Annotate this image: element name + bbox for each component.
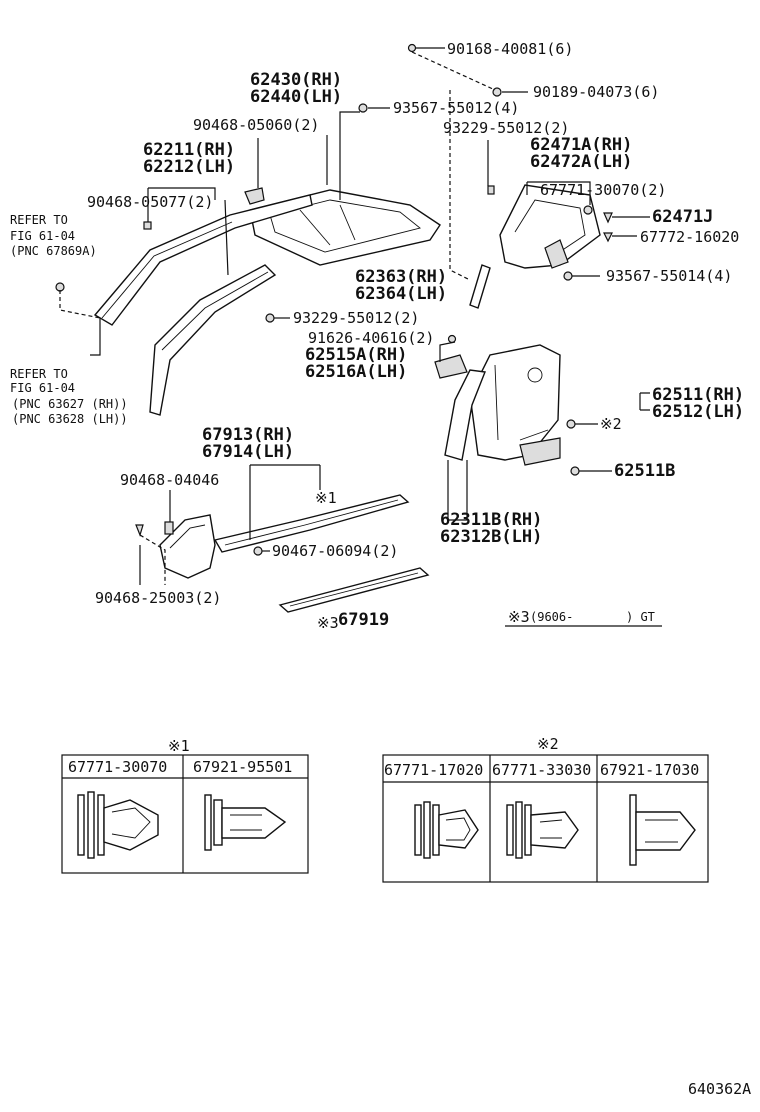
label-ref3-marker: ※3: [317, 614, 339, 632]
clip-67771-30070-drawing: [77, 791, 159, 859]
label-62363: 62363(RH): [355, 267, 447, 287]
label-62515A: 62515A(RH): [305, 345, 407, 365]
note-ref3-date: (9606-: [530, 610, 573, 624]
quarter-trim-upper-62471A: [499, 184, 601, 269]
label-67914: 67914(LH): [202, 442, 294, 462]
label-62471J: 62471J: [652, 207, 713, 227]
label-62430: 62430(RH): [250, 70, 342, 90]
label-93567b: 93567-55014(4): [606, 267, 732, 285]
label-90468c: 90468-04046: [120, 471, 219, 489]
note-ref3-marker: ※3: [508, 608, 530, 626]
label-93229b: 93229-55012(2): [293, 309, 419, 327]
figure-id: 640362A: [688, 1080, 751, 1098]
label-90468b: 90468-05077(2): [87, 193, 213, 211]
front-pillar-garnish-62211: [93, 194, 313, 326]
label-93229a: 93229-55012(2): [443, 119, 569, 137]
label-91626: 91626-40616(2): [308, 329, 434, 347]
detail-part-67921-95501: 67921-95501: [193, 758, 292, 776]
scuff-plate-67913: [213, 494, 410, 553]
label-62472A: 62472A(LH): [530, 152, 632, 172]
label-90168: 90168-40081(6): [447, 40, 573, 58]
refer1-line1: REFER TO: [10, 213, 68, 227]
refer1-line2: FIG 61-04: [10, 229, 75, 243]
detail-part-67921-17030: 67921-17030: [600, 761, 699, 779]
fastener-icons: [55, 43, 613, 556]
detail-box-ref1-marker: ※1: [168, 737, 190, 755]
detail-part-67771-17020: 67771-17020: [384, 761, 483, 779]
label-62511B: 62511B: [614, 461, 675, 481]
label-90467: 90467-06094(2): [272, 542, 398, 560]
label-ref2-marker: ※2: [600, 415, 622, 433]
refer2-line3: (PNC 63627 (RH)): [12, 397, 128, 411]
label-62211: 62211(RH): [143, 140, 235, 160]
label-67919: 67919: [338, 610, 389, 630]
label-67771a: 67771-30070(2): [540, 181, 666, 199]
part-labels: 90168-40081(6) 90189-04073(6) 62430(RH) …: [10, 40, 744, 632]
clip-67771-33030-drawing: [506, 801, 579, 859]
refer2-line2: FIG 61-04: [10, 381, 75, 395]
scuff-plate-67919: [278, 567, 430, 613]
label-62312B: 62312B(LH): [440, 527, 542, 547]
label-62471A: 62471A(RH): [530, 135, 632, 155]
label-62212: 62212(LH): [143, 157, 235, 177]
a-pillar-lower-garnish: [149, 264, 277, 416]
label-62364: 62364(LH): [355, 284, 447, 304]
note-ref3-gt: ) GT: [626, 610, 655, 624]
clip-67921-95501-drawing: [204, 794, 287, 851]
clip-67771-17020-drawing: [414, 801, 479, 859]
center-pillar-garnish-62511: [469, 344, 561, 466]
refer2-line4: (PNC 63628 (LH)): [12, 412, 128, 426]
label-90468a: 90468-05060(2): [193, 116, 319, 134]
label-62511: 62511(RH): [652, 385, 744, 405]
label-62311B: 62311B(RH): [440, 510, 542, 530]
label-67772: 67772-16020: [640, 228, 739, 246]
detail-part-67771-30070: 67771-30070: [68, 758, 167, 776]
label-90468d: 90468-25003(2): [95, 589, 221, 607]
cowl-side-trim: [159, 514, 216, 579]
detail-box-ref1: ※1 67771-30070 67921-95501: [61, 737, 309, 874]
refer1-line3: (PNC 67869A): [10, 244, 97, 258]
clip-62515A: [434, 354, 468, 379]
refer2-line1: REFER TO: [10, 367, 68, 381]
label-93567a: 93567-55012(4): [393, 99, 519, 117]
garnish-clip-62211: [244, 187, 265, 205]
clip-67921-17030-drawing: [629, 794, 696, 866]
detail-box-ref2-marker: ※2: [537, 735, 559, 753]
detail-part-67771-33030: 67771-33030: [492, 761, 591, 779]
leader-lines: [59, 47, 662, 627]
label-62516A: 62516A(LH): [305, 362, 407, 382]
quarter-window-trim-62363: [469, 264, 491, 309]
detail-box-ref2: ※2 67771-17020 67771-33030 67921-17030: [382, 735, 709, 883]
roof-side-trim-62430: [249, 189, 441, 266]
label-67913: 67913(RH): [202, 425, 294, 445]
label-62440: 62440(LH): [250, 87, 342, 107]
label-62512: 62512(LH): [652, 402, 744, 422]
label-ref1-marker: ※1: [315, 489, 337, 507]
rear-pillar-garnish-62311B: [444, 369, 486, 461]
label-90189: 90189-04073(6): [533, 83, 659, 101]
